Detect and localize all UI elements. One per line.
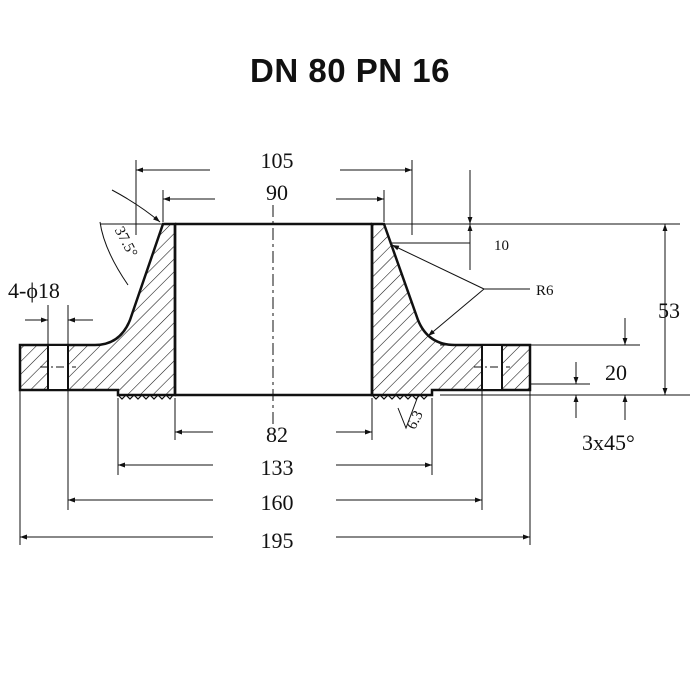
dim-fillet-radius: R6 (536, 283, 554, 299)
dim-bore: 82 (266, 422, 288, 447)
flange-right-section (370, 222, 532, 397)
dim-chamfer: 3x45° (582, 430, 635, 455)
drawing-title: DN 80 PN 16 (250, 52, 450, 89)
dim-neck-step: 10 (494, 238, 509, 254)
dim-top-inner: 90 (266, 180, 288, 205)
raised-face-serration-left (117, 394, 174, 400)
dim-roughness: 6.3 (404, 408, 427, 432)
dim-outer: 195 (261, 528, 294, 553)
dim-bolt-holes: 4-ϕ18 (8, 278, 60, 303)
raised-face-serration-right (371, 394, 429, 400)
extension-lines (19, 160, 690, 545)
dim-top-outer: 105 (261, 148, 294, 173)
dim-flange-thickness: 20 (605, 360, 627, 385)
dim-bolt-circle: 160 (261, 490, 294, 515)
dim-raised-face: 133 (261, 455, 294, 480)
flange-left-section (18, 222, 177, 397)
dim-height: 53 (658, 298, 680, 323)
